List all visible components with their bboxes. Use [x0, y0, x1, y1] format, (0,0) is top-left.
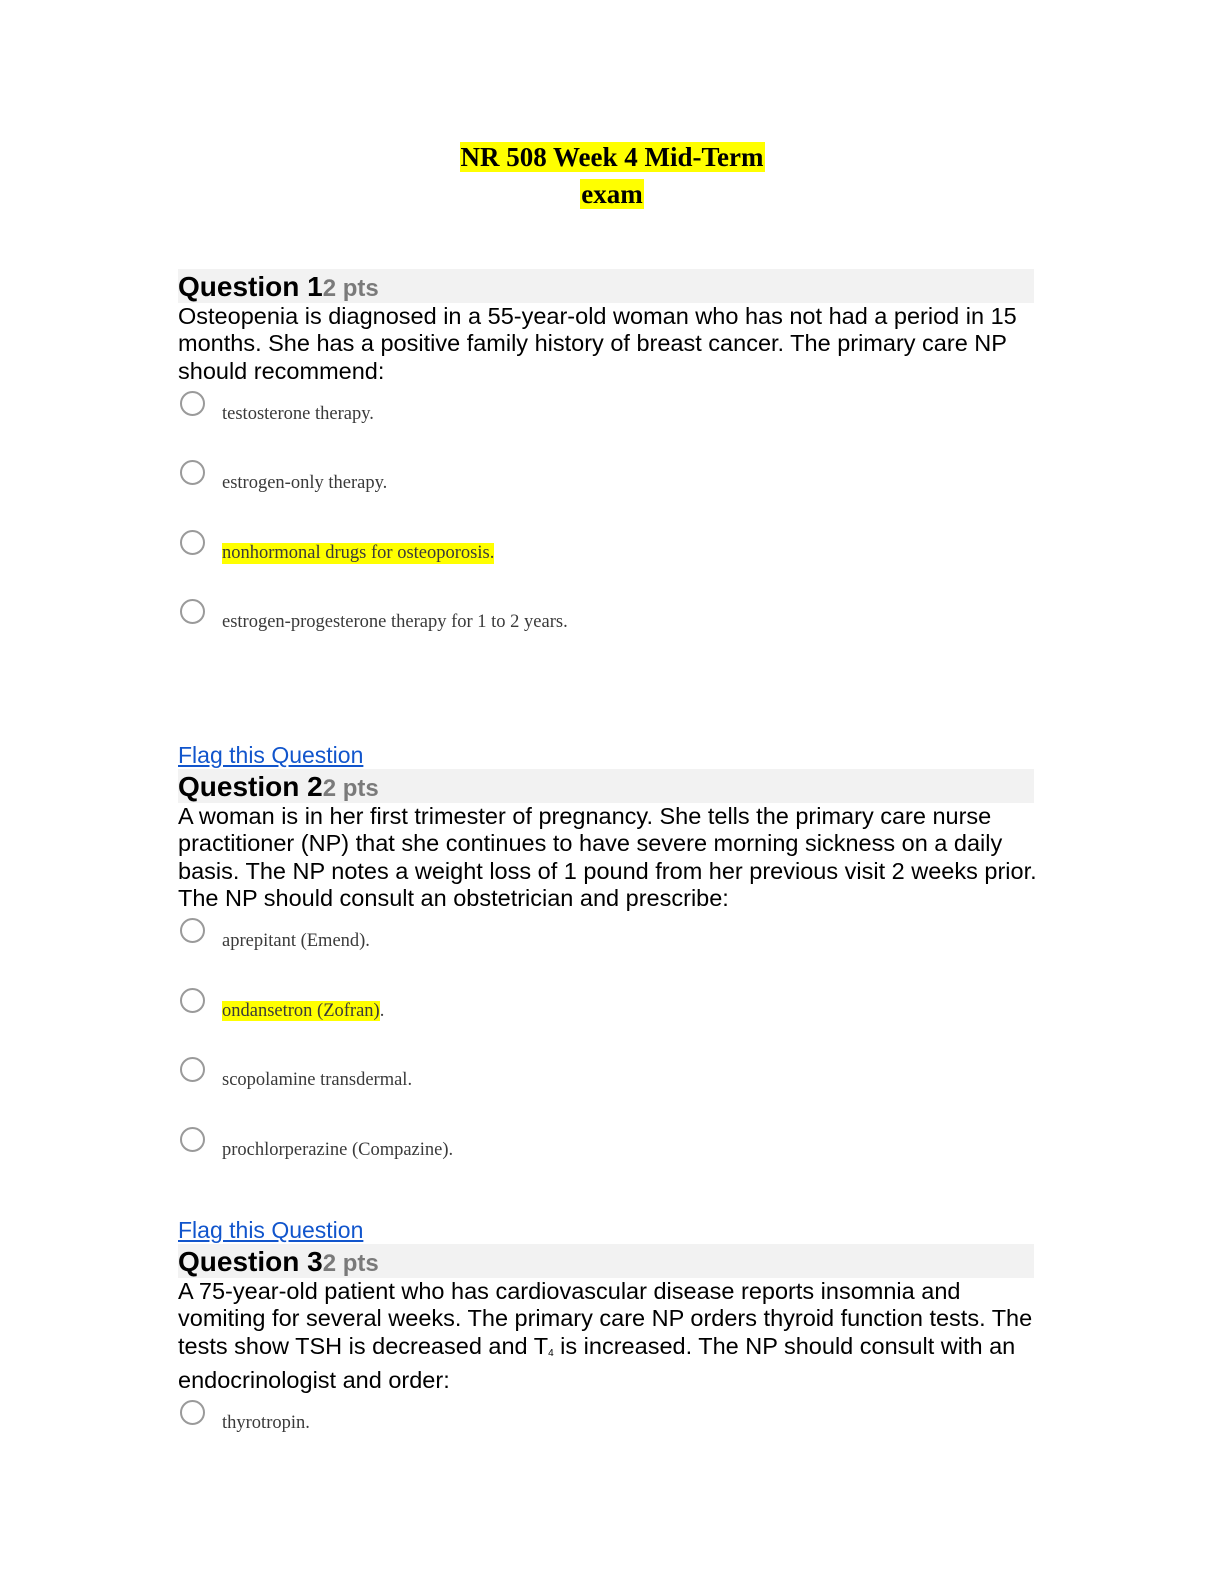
answer-option[interactable]: testosterone therapy.	[178, 390, 1038, 461]
answer-label: testosterone therapy.	[222, 403, 374, 424]
radio-button[interactable]	[180, 1057, 205, 1083]
answer-label-highlighted: nonhormonal drugs for osteoporosis.	[222, 542, 495, 564]
radio-button[interactable]	[180, 1400, 205, 1426]
radio-button[interactable]	[180, 390, 205, 416]
answer-option[interactable]: ondansetron (Zofran).	[178, 987, 1038, 1058]
question-1-points: 2 pts	[322, 275, 379, 302]
radio-button[interactable]	[180, 987, 205, 1013]
question-2-block: Flag this Question Question 22 pts A wom…	[178, 741, 1038, 1196]
question-2-answers: aprepitant (Emend). ondansetron (Zofran)…	[178, 918, 1038, 1196]
answer-label: scopolamine transdermal.	[222, 1070, 413, 1091]
question-2-header: Question 22 pts	[178, 769, 1034, 803]
question-3-text: A 75-year-old patient who has cardiovasc…	[178, 1278, 1038, 1394]
answer-option[interactable]: thyrotropin.	[178, 1400, 1038, 1470]
answer-label-group: ondansetron (Zofran).	[222, 1000, 385, 1022]
radio-button[interactable]	[180, 460, 205, 486]
answer-label: estrogen-only therapy.	[222, 473, 388, 494]
answer-option[interactable]: scopolamine transdermal.	[178, 1057, 1038, 1127]
question-3-block: Flag this Question Question 32 pts A 75-…	[178, 1216, 1038, 1470]
answer-option[interactable]: aprepitant (Emend).	[178, 918, 1038, 988]
flag-question-link[interactable]: Flag this Question	[178, 1217, 364, 1243]
flag-question-link[interactable]: Flag this Question	[178, 742, 364, 768]
question-3-points: 2 pts	[322, 1250, 379, 1277]
answer-label-suffix: .	[379, 1000, 385, 1021]
question-2-points: 2 pts	[322, 775, 379, 802]
answer-label: aprepitant (Emend).	[222, 931, 370, 952]
question-1-number: Question 1	[178, 271, 323, 302]
question-2-number: Question 2	[178, 771, 323, 802]
radio-button[interactable]	[180, 599, 205, 625]
subscript-4: 4	[548, 1347, 554, 1359]
question-3-answers: thyrotropin.	[178, 1400, 1038, 1470]
answer-label: estrogen-progesterone therapy for 1 to 2…	[222, 612, 568, 633]
document-title: NR 508 Week 4 Mid-Term exam	[0, 141, 1224, 215]
radio-button[interactable]	[180, 918, 205, 944]
answer-label: prochlorperazine (Compazine).	[222, 1139, 454, 1160]
title-line-2: exam	[580, 179, 644, 209]
question-1-answers: testosterone therapy. estrogen-only ther…	[178, 390, 1038, 669]
question-3-text-part-1: A 75-year-old patient who has cardiovasc…	[178, 1278, 1033, 1359]
question-3-text-part-2: is increased. The NP should consult with…	[178, 1332, 1016, 1393]
radio-button[interactable]	[180, 1126, 205, 1152]
question-2-text: A woman is in her first trimester of pre…	[178, 803, 1037, 911]
question-1-text: Osteopenia is diagnosed in a 55-year-old…	[178, 303, 1017, 384]
answer-option[interactable]: estrogen-progesterone therapy for 1 to 2…	[178, 599, 1038, 669]
question-1-block: Question 12 pts Osteopenia is diagnosed …	[178, 269, 1038, 669]
answer-option[interactable]: prochlorperazine (Compazine).	[178, 1126, 1038, 1197]
title-line-1: NR 508 Week 4 Mid-Term	[459, 142, 765, 172]
answer-option[interactable]: nonhormonal drugs for osteoporosis.	[178, 529, 1038, 600]
answer-option[interactable]: estrogen-only therapy.	[178, 460, 1038, 530]
question-3-header: Question 32 pts	[178, 1244, 1034, 1278]
answer-label-highlighted: ondansetron (Zofran)	[222, 1000, 380, 1021]
question-3-number: Question 3	[178, 1246, 323, 1277]
radio-button[interactable]	[180, 529, 205, 555]
answer-label: thyrotropin.	[222, 1413, 310, 1434]
question-1-header: Question 12 pts	[178, 269, 1034, 303]
